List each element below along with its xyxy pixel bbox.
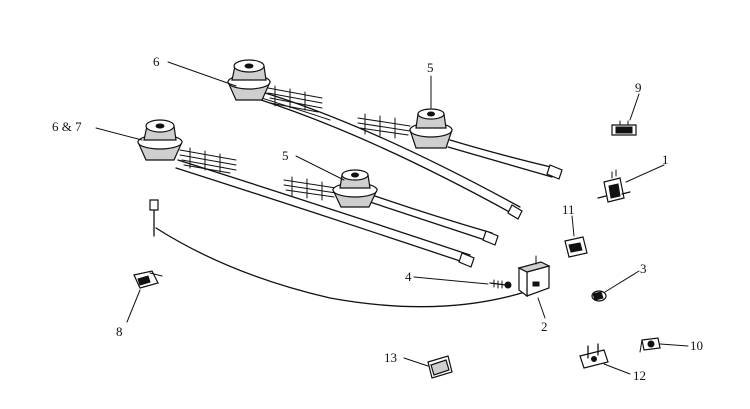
part-9-switch bbox=[611, 120, 637, 136]
callout-8: 8 bbox=[116, 324, 123, 339]
callout-6: 6 bbox=[153, 54, 160, 69]
callout-12: 12 bbox=[633, 368, 646, 383]
burner-5-rear bbox=[357, 108, 563, 180]
callout-5-front: 5 bbox=[282, 148, 289, 163]
leader-lines bbox=[95, 61, 689, 375]
callout-10: 10 bbox=[690, 338, 703, 353]
callout-5-rear: 5 bbox=[427, 60, 434, 75]
part-4-screw bbox=[489, 279, 512, 289]
burner-6 bbox=[227, 59, 523, 220]
part-11-connector bbox=[564, 236, 588, 258]
callout-labels: 6 5 6 & 7 5 9 1 11 3 4 2 8 10 12 13 bbox=[52, 54, 703, 383]
callout-9: 9 bbox=[635, 80, 642, 95]
callout-11: 11 bbox=[562, 202, 575, 217]
part-12-bracket bbox=[579, 343, 609, 369]
burner-5-front bbox=[283, 169, 499, 246]
part-1-valve-switch bbox=[597, 169, 631, 203]
callout-3: 3 bbox=[640, 261, 647, 276]
part-10-clip bbox=[639, 337, 661, 353]
callout-1: 1 bbox=[662, 152, 669, 167]
burner-6-and-7 bbox=[137, 119, 475, 268]
callout-13: 13 bbox=[384, 350, 397, 365]
callout-4: 4 bbox=[405, 269, 412, 284]
spark-igniter-lead bbox=[149, 199, 526, 308]
part-3-grommet bbox=[591, 290, 607, 302]
part-2-spark-module bbox=[517, 255, 551, 298]
part-8-bracket bbox=[133, 270, 163, 289]
callout-6-and-7: 6 & 7 bbox=[52, 119, 82, 134]
part-13-pad bbox=[427, 355, 453, 379]
callout-2: 2 bbox=[541, 319, 548, 334]
